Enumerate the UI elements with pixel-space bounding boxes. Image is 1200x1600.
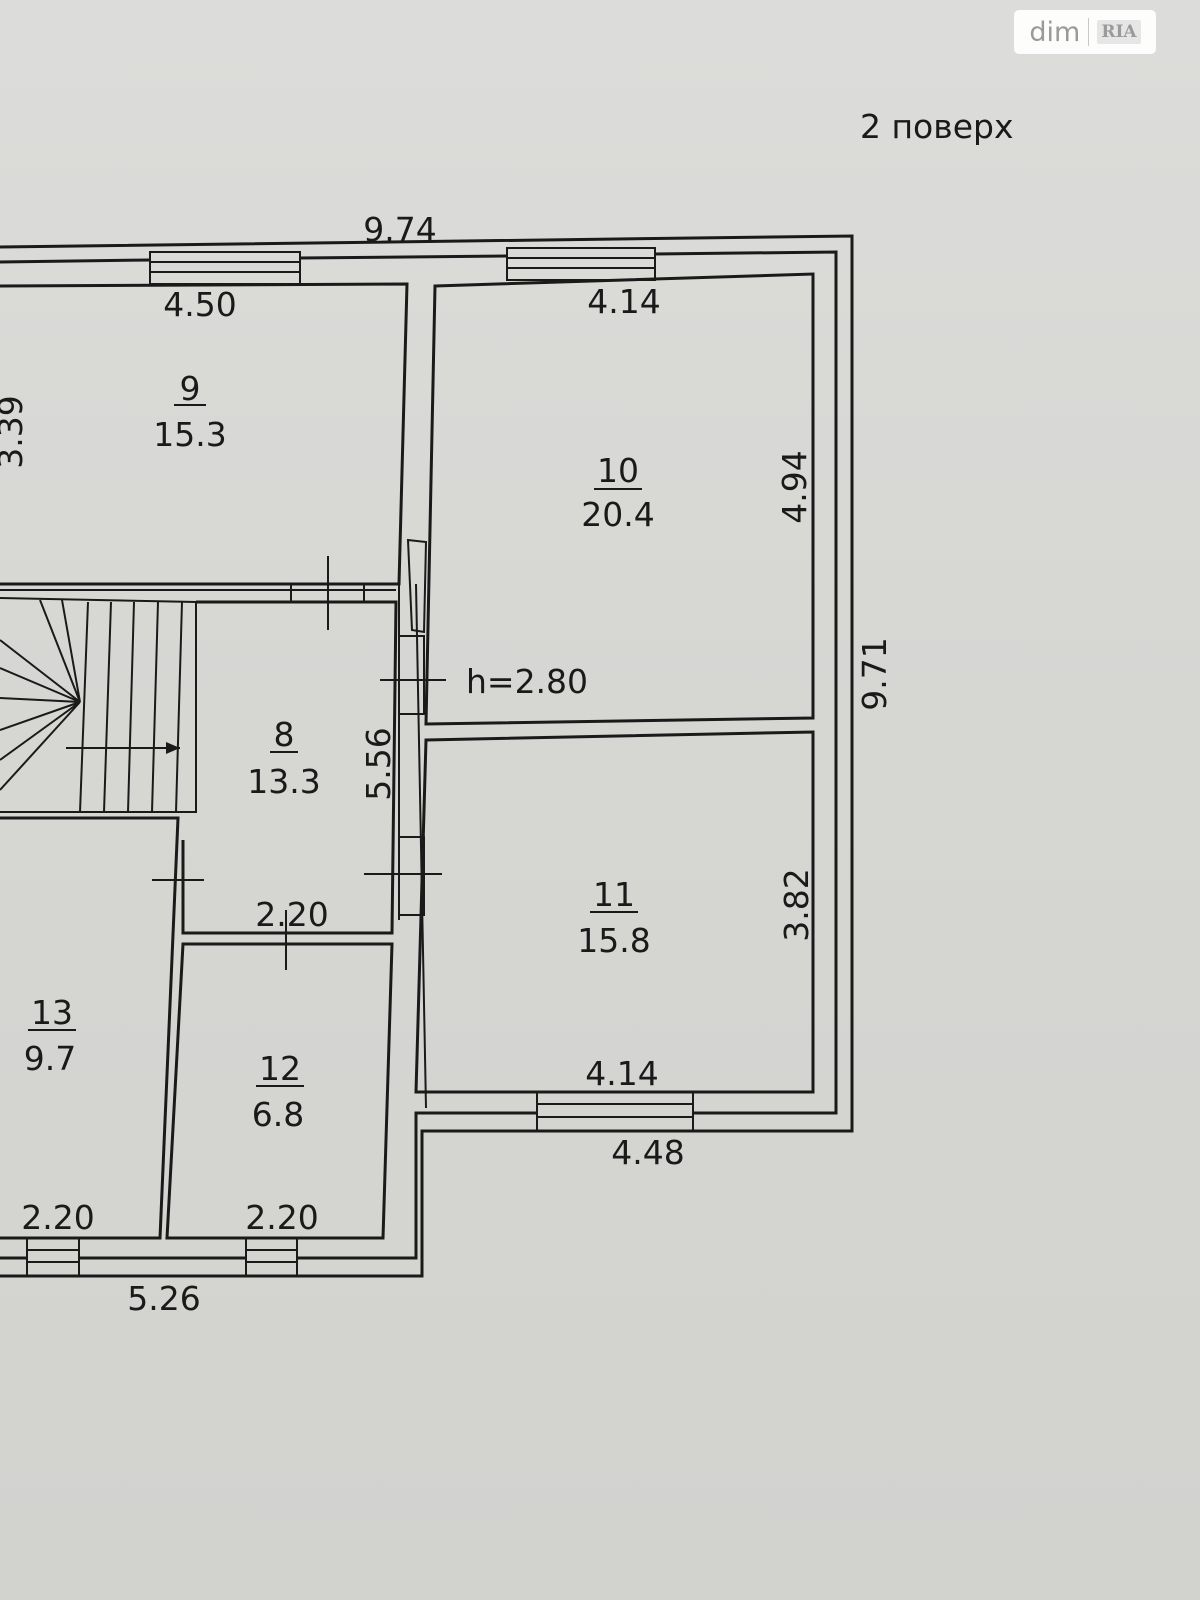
room-10-area: 20.4 — [581, 495, 654, 534]
room-12-area: 6.8 — [252, 1095, 304, 1134]
ceiling-height: h=2.80 — [466, 662, 588, 701]
dim-room-13-width: 2.20 — [21, 1198, 94, 1237]
room-8-area: 13.3 — [247, 762, 320, 801]
dim-room-9-depth: 3.39 — [0, 395, 30, 468]
staircase — [0, 597, 197, 813]
room-10-outline — [424, 272, 815, 726]
room-11-outline — [414, 730, 815, 1094]
windows — [26, 247, 694, 1277]
window-room-9 — [149, 251, 301, 285]
dim-room-8-width: 2.20 — [255, 895, 328, 934]
room-11-number: 11 — [593, 875, 635, 914]
dim-room-11-depth: 3.82 — [777, 868, 816, 941]
room-10-number: 10 — [597, 451, 639, 490]
room-12-outline — [165, 942, 394, 1240]
dim-room-11-width: 4.14 — [585, 1054, 658, 1093]
dim-room-10-width: 4.14 — [587, 282, 660, 321]
room-13-area: 9.7 — [24, 1039, 76, 1078]
watermark-logo: dim RIA — [1014, 10, 1156, 54]
watermark-ria-text: RIA — [1097, 20, 1141, 44]
dim-top-overall: 9.74 — [363, 210, 436, 249]
window-room-10 — [506, 247, 656, 281]
room-9-area: 15.3 — [153, 415, 226, 454]
floor-title: 2 поверх — [860, 107, 1013, 146]
dim-room-9-width: 4.50 — [163, 285, 236, 324]
room-11-area: 15.8 — [577, 921, 650, 960]
watermark-divider — [1088, 18, 1090, 46]
dim-room-8-depth: 5.56 — [359, 727, 398, 800]
dim-bottom-left: 5.26 — [127, 1279, 200, 1318]
window-room-11 — [536, 1091, 694, 1132]
room-13-outline — [0, 816, 180, 1240]
room-8-number: 8 — [274, 715, 295, 754]
dim-right-overall: 9.71 — [855, 637, 894, 710]
window-room-12 — [245, 1237, 298, 1277]
room-13-number: 13 — [31, 993, 73, 1032]
dim-room-12-width: 2.20 — [245, 1198, 318, 1237]
room-9-number: 9 — [180, 369, 201, 408]
room-12-number: 12 — [259, 1049, 301, 1088]
door-markers — [152, 556, 446, 970]
window-room-13 — [26, 1237, 80, 1277]
dim-bottom-right: 4.48 — [611, 1133, 684, 1172]
dim-room-10-depth: 4.94 — [775, 450, 814, 523]
watermark-dim-text: dim — [1029, 16, 1081, 48]
